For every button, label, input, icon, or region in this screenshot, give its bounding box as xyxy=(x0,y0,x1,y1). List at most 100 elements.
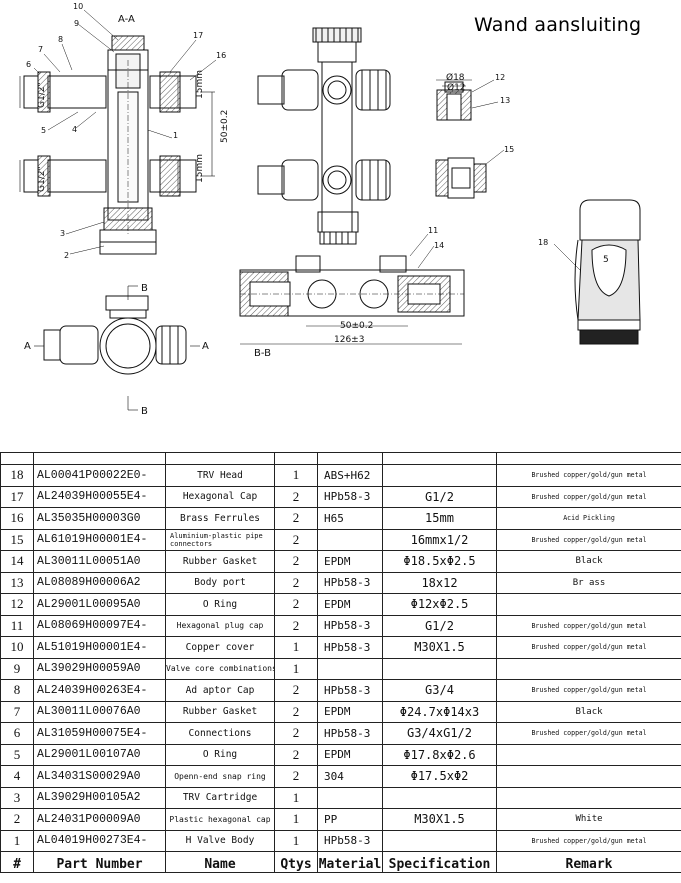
row-spec: Φ24.7xΦ14x3 xyxy=(382,700,497,723)
row-part-number: AL24039H00263E4- xyxy=(33,679,166,702)
top-view xyxy=(34,285,200,411)
callout-7: 7 xyxy=(38,45,43,54)
row-remark: Brushed copper/gold/gun metal xyxy=(496,829,681,852)
row-no: 18 xyxy=(0,464,34,487)
row-remark: Acid Pickling xyxy=(496,507,681,530)
pipe-connector-detail xyxy=(435,149,505,199)
row-name: Rubber Gasket xyxy=(165,550,275,573)
callout-9: 9 xyxy=(74,19,79,28)
table-header-row: # Part Number Name Qtys Material Specifi… xyxy=(0,851,681,873)
row-spec: Φ17.8xΦ2.6 xyxy=(382,743,497,766)
row-part-number: AL04019H00273E4- xyxy=(33,829,166,852)
row-name: Plastic hexagonal cap xyxy=(165,808,275,831)
callout-3: 3 xyxy=(60,229,65,238)
row-no: 6 xyxy=(0,722,34,745)
table-row-blank xyxy=(0,452,681,465)
section-aa-label: A-A xyxy=(118,14,135,25)
callout-14: 14 xyxy=(434,241,444,250)
row-name: TRV Cartridge xyxy=(165,786,275,809)
row-part-number: AL39029H00105A2 xyxy=(33,786,166,809)
row-remark xyxy=(496,786,681,809)
row-no: 3 xyxy=(0,786,34,809)
callout-12: 12 xyxy=(495,73,505,82)
row-qty: 2 xyxy=(274,722,318,745)
section-bb-view xyxy=(239,233,465,345)
row-material xyxy=(317,786,383,809)
row-remark: Br ass xyxy=(496,571,681,594)
row-no: 16 xyxy=(0,507,34,530)
row-material: H65 xyxy=(317,507,383,530)
dim-15mm-top: 15mm xyxy=(195,70,205,99)
row-no: 8 xyxy=(0,679,34,702)
row-part-number: AL61019H00001E4- xyxy=(33,528,166,551)
row-remark: Brushed copper/gold/gun metal xyxy=(496,614,681,637)
row-material: EPDM xyxy=(317,550,383,573)
row-qty: 2 xyxy=(274,507,318,530)
label-a-right: A xyxy=(202,341,209,352)
row-spec: 15mm xyxy=(382,507,497,530)
row-name: O Ring xyxy=(165,593,275,616)
row-part-number: AL29001L00107A0 xyxy=(33,743,166,766)
row-name: Body port xyxy=(165,571,275,594)
row-material: HPb58-3 xyxy=(317,614,383,637)
row-part-number: AL08069H00097E4- xyxy=(33,614,166,637)
row-remark: Brushed copper/gold/gun metal xyxy=(496,636,681,659)
row-material: HPb58-3 xyxy=(317,722,383,745)
page-title: Wand aansluiting xyxy=(474,14,642,36)
row-qty: 2 xyxy=(274,593,318,616)
row-qty: 2 xyxy=(274,700,318,723)
row-name: Valve core combinations xyxy=(165,657,275,680)
thread-label-bottom: G1/2" xyxy=(37,166,47,192)
row-material: EPDM xyxy=(317,743,383,766)
row-qty: 2 xyxy=(274,571,318,594)
row-remark: Black xyxy=(496,700,681,723)
callout-10: 10 xyxy=(73,2,83,11)
row-name: Openn-end snap ring xyxy=(165,765,275,788)
row-part-number: AL30011L00076A0 xyxy=(33,700,166,723)
row-qty: 1 xyxy=(274,808,318,831)
row-qty: 1 xyxy=(274,464,318,487)
dim-15mm-bottom: 15mm xyxy=(195,154,205,183)
row-spec: G3/4 xyxy=(382,679,497,702)
row-name: Rubber Gasket xyxy=(165,700,275,723)
row-name: Hexagonal Cap xyxy=(165,485,275,508)
row-spec: Φ12xΦ2.5 xyxy=(382,593,497,616)
row-spec xyxy=(382,657,497,680)
row-part-number: AL08089H00006A2 xyxy=(33,571,166,594)
col-header-name: Name xyxy=(165,851,275,873)
row-material: HPb58-3 xyxy=(317,829,383,852)
row-remark: Brushed copper/gold/gun metal xyxy=(496,722,681,745)
row-part-number: AL29001L00095A0 xyxy=(33,593,166,616)
callout-6: 6 xyxy=(26,60,31,69)
callout-1: 1 xyxy=(173,131,178,140)
col-header-specification: Specification xyxy=(382,851,497,873)
label-a-left: A xyxy=(24,341,31,352)
row-name: Ad aptor Cap xyxy=(165,679,275,702)
row-qty: 1 xyxy=(274,829,318,852)
row-spec xyxy=(382,829,497,852)
col-header-remark: Remark xyxy=(496,851,681,873)
row-material: ABS+H62 xyxy=(317,464,383,487)
row-qty: 2 xyxy=(274,614,318,637)
row-qty: 2 xyxy=(274,765,318,788)
row-part-number: AL00041P00022E0- xyxy=(33,464,166,487)
row-material: PP xyxy=(317,808,383,831)
row-name: O Ring xyxy=(165,743,275,766)
row-qty: 2 xyxy=(274,528,318,551)
callout-17: 17 xyxy=(193,31,203,40)
row-no: 12 xyxy=(0,593,34,616)
row-part-number: AL24039H00055E4- xyxy=(33,485,166,508)
row-no: 9 xyxy=(0,657,34,680)
row-remark: Brushed copper/gold/gun metal xyxy=(496,485,681,508)
row-qty: 1 xyxy=(274,786,318,809)
